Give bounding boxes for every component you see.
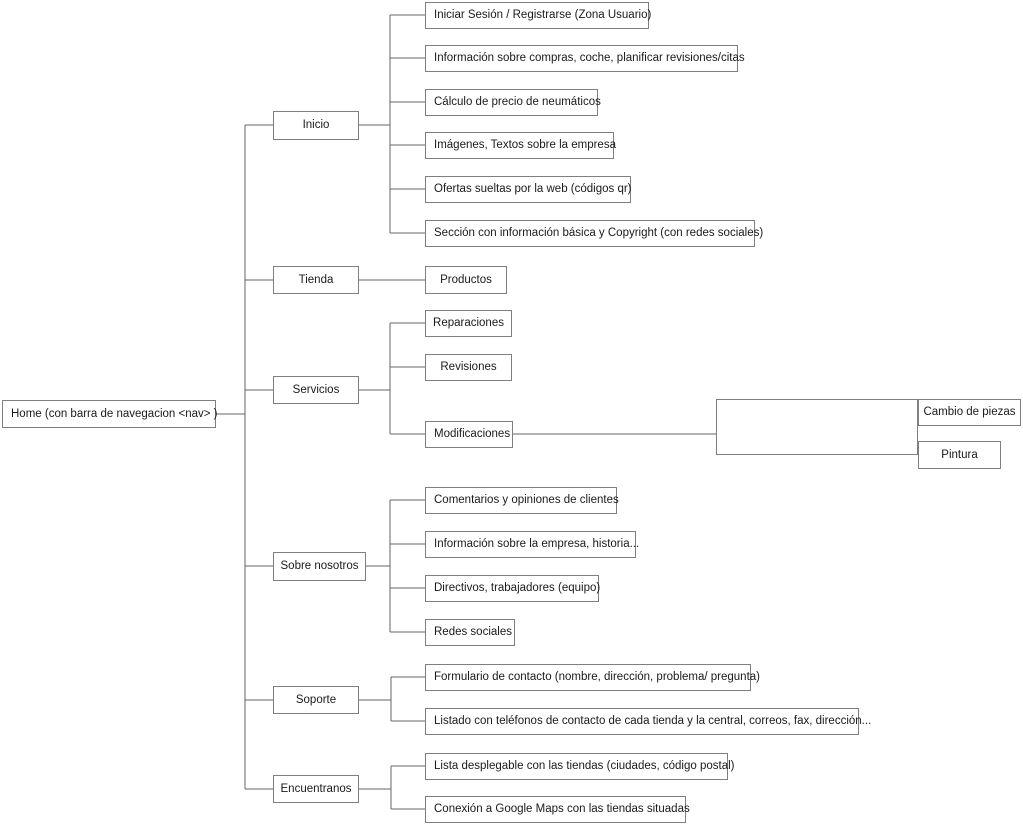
node-encuentranos-child-lista-desplegable[interactable]: Lista desplegable con las tiendas (ciuda… [425,753,734,780]
node-tienda-child-productos[interactable]: Productos [425,266,507,294]
node-servicios[interactable]: Servicios [273,376,359,404]
node-home[interactable]: Home (con barra de navegacion <nav> ) [2,400,217,428]
node-inicio-child-ofertas-qr[interactable]: Ofertas sueltas por la web (códigos qr) [425,176,632,203]
node-inicio-child-iniciar-sesion[interactable]: Iniciar Sesión / Registrarse (Zona Usuar… [425,2,651,29]
node-inicio[interactable]: Inicio [273,111,359,140]
node-soporte-child-formulario-contacto[interactable]: Formulario de contacto (nombre, direcció… [425,664,760,691]
node-encuentranos-child-google-maps[interactable]: Conexión a Google Maps con las tiendas s… [425,796,690,823]
node-inicio-child-informacion-compras[interactable]: Información sobre compras, coche, planif… [425,45,745,72]
node-inicio-child-seccion-copyright[interactable]: Sección con información básica y Copyrig… [425,220,763,247]
node-sobre-nosotros[interactable]: Sobre nosotros [273,552,366,581]
node-modificaciones-connector [716,399,918,455]
node-soporte-child-listado-telefonos[interactable]: Listado con teléfonos de contacto de cad… [425,708,871,735]
node-sobre-nosotros-child-comentarios[interactable]: Comentarios y opiniones de clientes [425,487,619,514]
node-servicios-child-reparaciones[interactable]: Reparaciones [425,310,512,337]
node-modificaciones-child-cambio-de-piezas[interactable]: Cambio de piezas [918,399,1021,426]
node-inicio-child-imagenes-textos[interactable]: Imágenes, Textos sobre la empresa [425,132,616,159]
node-inicio-child-calculo-neumaticos[interactable]: Cálculo de precio de neumáticos [425,89,601,116]
node-servicios-child-revisiones[interactable]: Revisiones [425,354,512,381]
node-servicios-child-modificaciones[interactable]: Modificaciones [425,421,513,448]
node-encuentranos[interactable]: Encuentranos [273,775,359,803]
node-sobre-nosotros-child-informacion-empresa[interactable]: Información sobre la empresa, historia..… [425,531,639,558]
node-tienda[interactable]: Tienda [273,266,359,294]
node-sobre-nosotros-child-redes-sociales[interactable]: Redes sociales [425,619,515,646]
node-sobre-nosotros-child-directivos[interactable]: Directivos, trabajadores (equipo) [425,575,600,602]
node-modificaciones-child-pintura[interactable]: Pintura [918,441,1001,469]
node-soporte[interactable]: Soporte [273,686,359,714]
